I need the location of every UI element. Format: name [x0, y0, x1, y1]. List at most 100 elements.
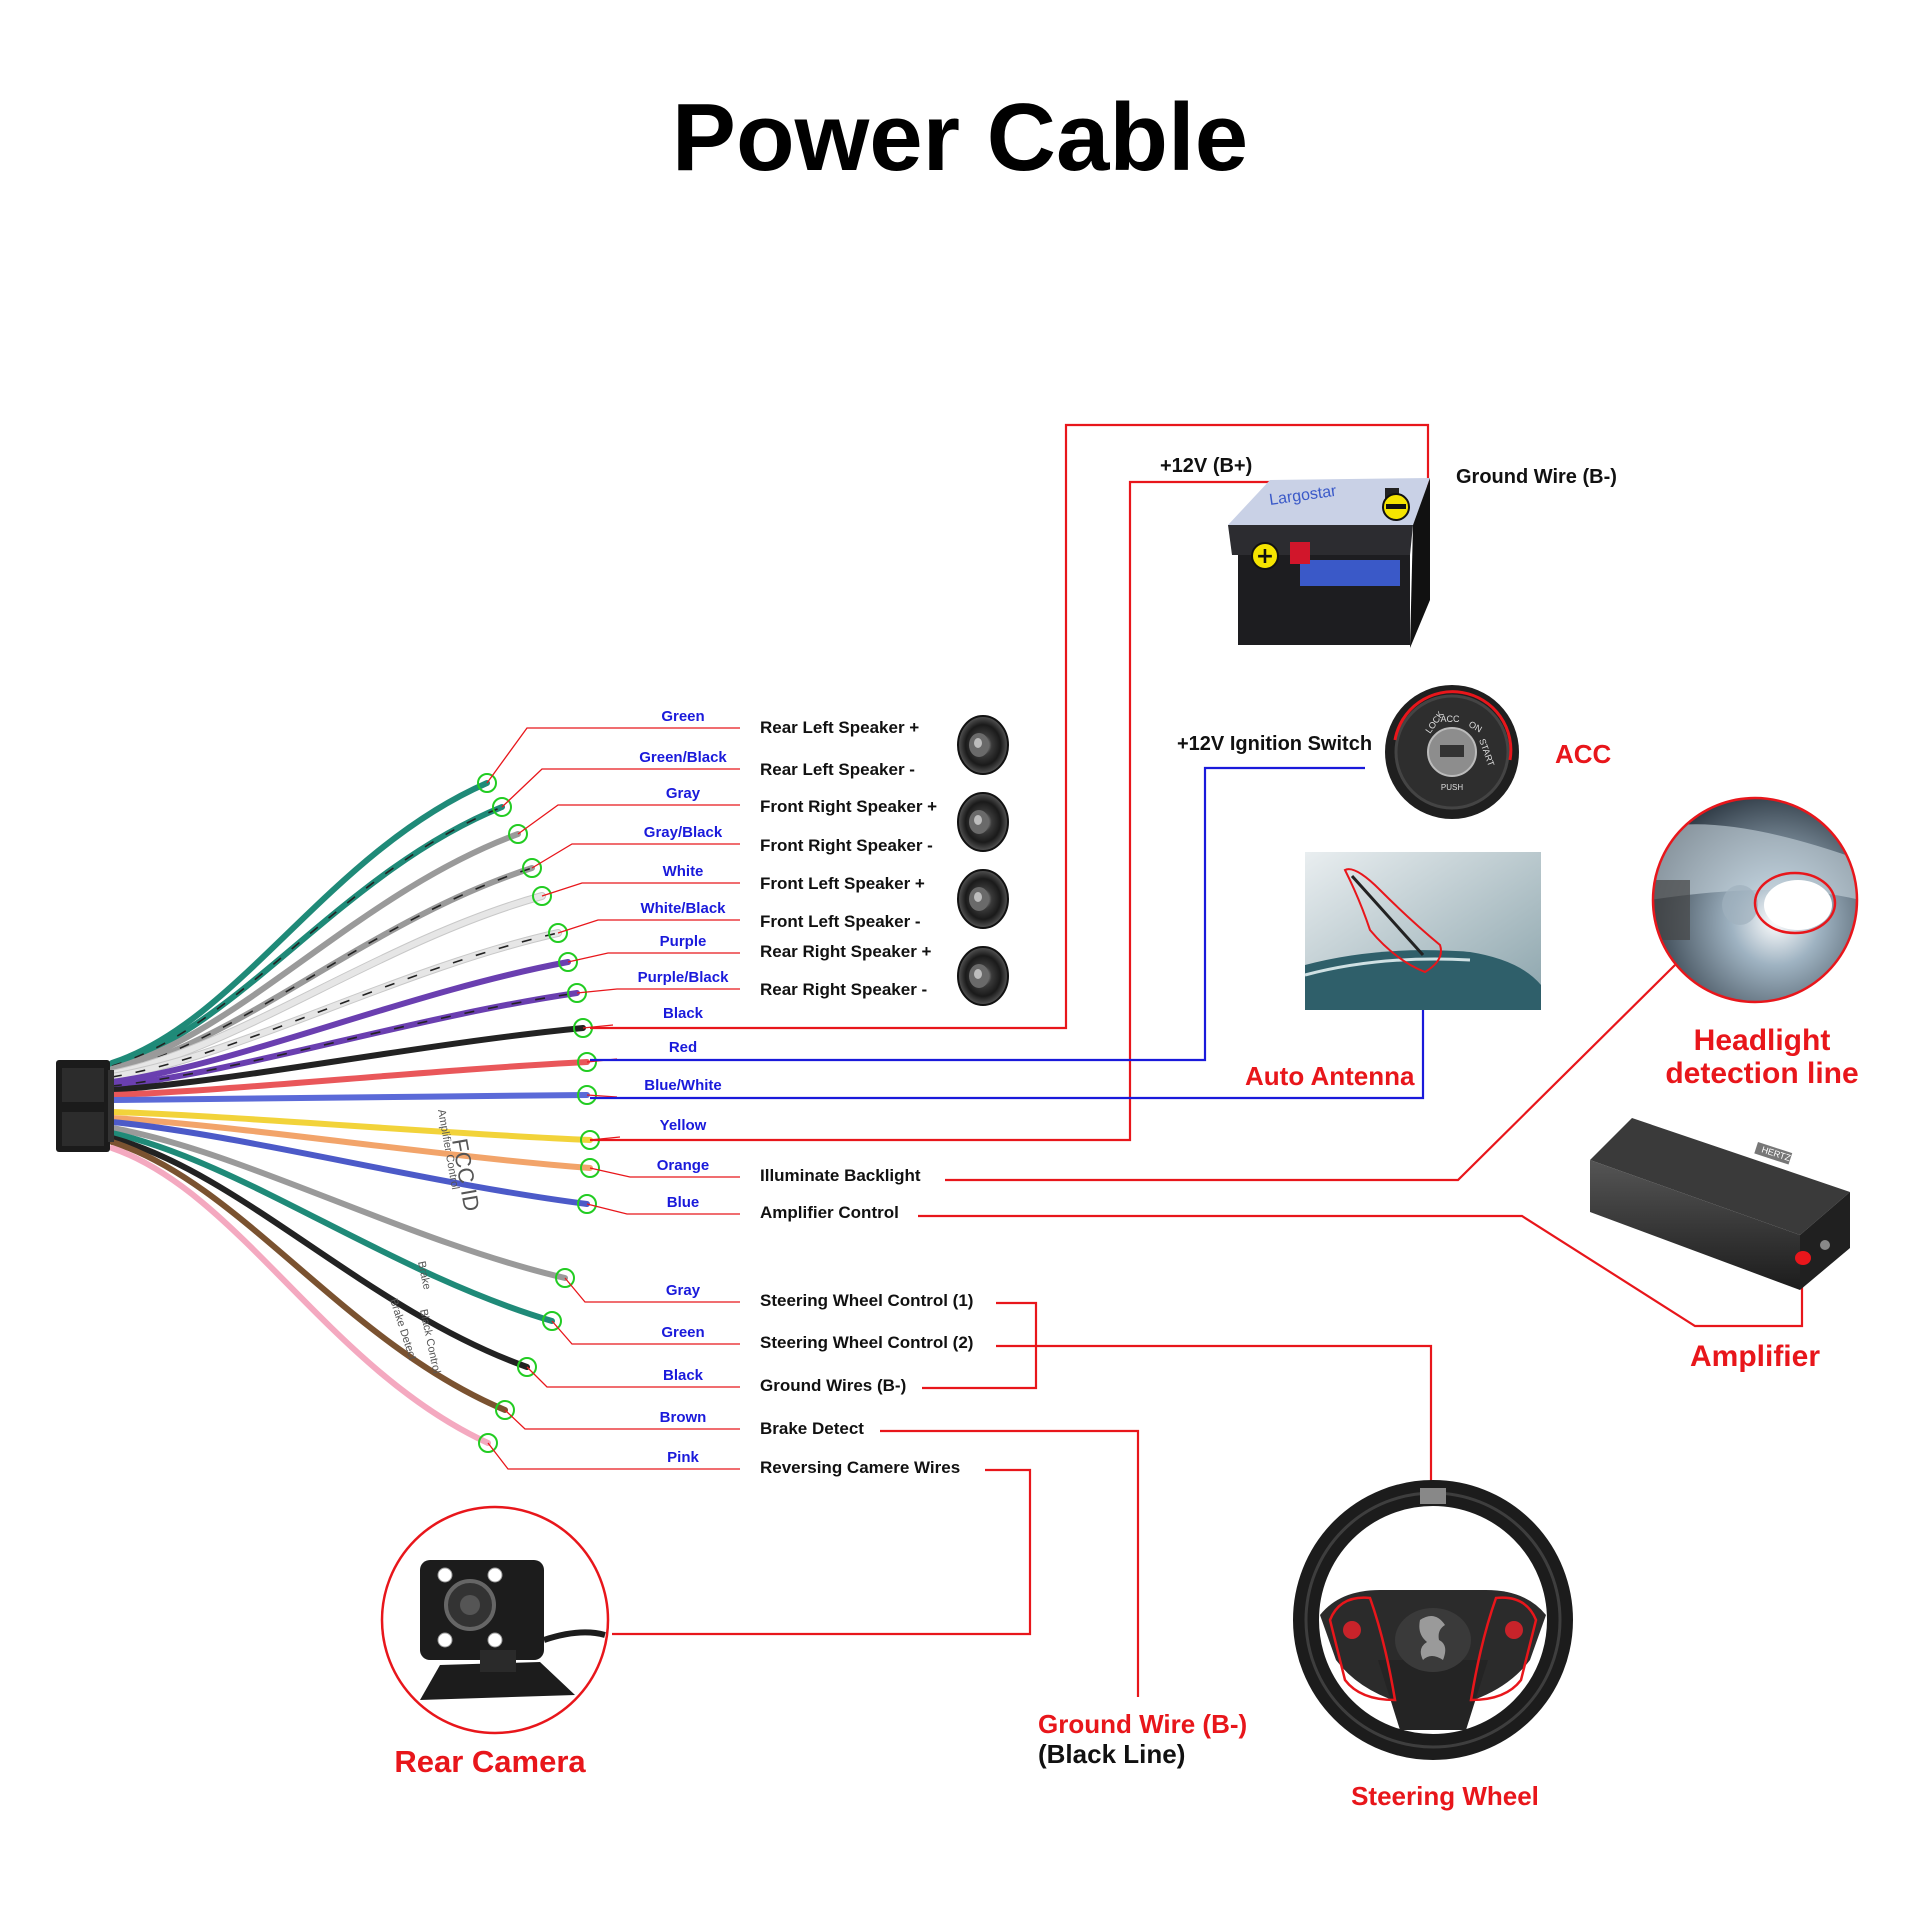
ignition-label: +12V Ignition Switch	[1177, 733, 1372, 755]
route-orange-to-headlight	[945, 964, 1676, 1182]
key-push: PUSH	[1441, 783, 1463, 792]
wire-function-label: Rear Right Speaker -	[760, 980, 927, 999]
harness-wire	[109, 804, 505, 1069]
harness-wire	[109, 1119, 590, 1207]
wire-color-label: White	[663, 863, 704, 880]
route-swc2	[996, 1344, 1433, 1503]
wire-leader	[576, 988, 740, 994]
wire-leaders	[477, 727, 740, 1470]
wire-end-marker	[567, 983, 587, 1003]
wire-leader	[526, 1366, 740, 1388]
wire-color-label: Gray	[666, 785, 701, 802]
battery-ground-label: Ground Wire (B-)	[1456, 466, 1617, 488]
acc-callout: ACC	[1555, 739, 1612, 769]
wire-end-marker	[508, 824, 528, 844]
wire-end-marker	[492, 797, 512, 817]
headlight-photo	[1651, 796, 1859, 1004]
wire-color-label: Gray/Black	[644, 824, 723, 841]
wire-color-label: Black	[663, 1367, 704, 1384]
wire-color-label: Brown	[660, 1409, 707, 1426]
wire-color-label: Yellow	[660, 1117, 707, 1134]
wire-color-label: Purple	[660, 933, 707, 950]
steering-wheel-icon	[1293, 1480, 1573, 1760]
wire-end-marker	[478, 1433, 498, 1453]
wire-color-label: White/Black	[640, 900, 726, 917]
harness-wire	[109, 780, 490, 1066]
wire-end-marker	[542, 1311, 562, 1331]
wire-color-label: Gray	[666, 1282, 701, 1299]
wire-color-label: Green/Black	[639, 749, 727, 766]
speaker-icon	[957, 715, 1009, 775]
wire-leader	[551, 1320, 740, 1345]
speaker-icon	[957, 792, 1009, 852]
headlight-callout-line1: Headlight	[1694, 1024, 1831, 1057]
wire-leader	[564, 1277, 740, 1303]
wire-function-label: Brake Detect	[760, 1419, 864, 1438]
harness-wire	[109, 1125, 568, 1281]
wire-end-marker	[495, 1400, 515, 1420]
wire-function-label: Front Right Speaker +	[760, 797, 937, 816]
wire-function-label: Illuminate Backlight	[760, 1166, 921, 1185]
wire-stripe	[111, 867, 533, 1073]
wire-end-marker	[477, 773, 497, 793]
wire-end-marker	[577, 1052, 597, 1072]
wire-leader	[586, 1203, 740, 1215]
wire-function-label: Front Right Speaker -	[760, 836, 933, 855]
harness-wire	[109, 1139, 508, 1413]
harness-wire	[109, 1135, 530, 1370]
harness-wire	[109, 893, 545, 1077]
ground-wire-callout: Ground Wire (B-)	[1038, 1709, 1247, 1739]
route-red-to-acc	[590, 766, 1365, 1062]
wire-color-label: Pink	[667, 1449, 699, 1466]
page-title: Power Cable	[672, 84, 1248, 191]
wire-color-label: Green	[661, 708, 704, 725]
wire-function-label: Rear Left Speaker +	[760, 718, 919, 737]
wire-stripe	[111, 932, 559, 1078]
speaker-icon	[957, 869, 1009, 929]
route-black-to-ground	[590, 423, 1430, 1030]
route-brake-ground	[880, 1429, 1140, 1697]
wire-stripe	[111, 806, 503, 1067]
route-blue-to-amplifier	[918, 1214, 1804, 1328]
speaker-icon	[957, 946, 1009, 1006]
wire-leader	[567, 952, 740, 963]
route-camera	[612, 1468, 1032, 1636]
ignition-switch-icon: LOCK ACC ON START PUSH	[1385, 685, 1519, 819]
wire-stripe	[111, 992, 578, 1087]
wire-leader	[589, 1167, 740, 1178]
svg-text:+: +	[1256, 544, 1274, 569]
wire-end-marker	[517, 1357, 537, 1377]
wire-color-label: Green	[661, 1324, 704, 1341]
wire-function-label: Reversing Camere Wires	[760, 1458, 960, 1477]
wire-end-marker	[522, 858, 542, 878]
wire-leader	[486, 727, 740, 784]
wire-color-label: Black	[663, 1005, 704, 1022]
harness-wire	[109, 1109, 593, 1143]
wire-leader	[531, 843, 740, 869]
rear-camera-callout: Rear Camera	[394, 1744, 586, 1779]
wire-end-marker	[532, 886, 552, 906]
wire-end-marker	[577, 1194, 597, 1214]
steering-callout: Steering Wheel	[1351, 1781, 1539, 1811]
wire-function-label: Ground Wires (B-)	[760, 1376, 906, 1395]
key-acc: ACC	[1440, 714, 1460, 724]
battery-positive-terminal-icon	[1251, 542, 1279, 570]
wire-function-label: Rear Right Speaker +	[760, 942, 932, 961]
wire-leader	[541, 882, 740, 897]
harness-wire	[109, 959, 571, 1085]
wire-leader	[582, 1024, 614, 1029]
routing-lines-blue	[590, 766, 1425, 1100]
wire-leader	[557, 919, 740, 934]
wire-end-marker	[548, 923, 568, 943]
harness-wire	[109, 1025, 586, 1093]
wire-color-label: Red	[669, 1039, 697, 1056]
wire-function-label: Steering Wheel Control (1)	[760, 1291, 973, 1310]
wire-leader	[487, 1442, 740, 1470]
wire-end-marker	[580, 1158, 600, 1178]
wire-color-label: Orange	[657, 1157, 710, 1174]
battery: Largostar +	[1228, 478, 1430, 648]
ground-wire-sub: (Black Line)	[1038, 1739, 1185, 1769]
harness-wire	[109, 1059, 590, 1098]
